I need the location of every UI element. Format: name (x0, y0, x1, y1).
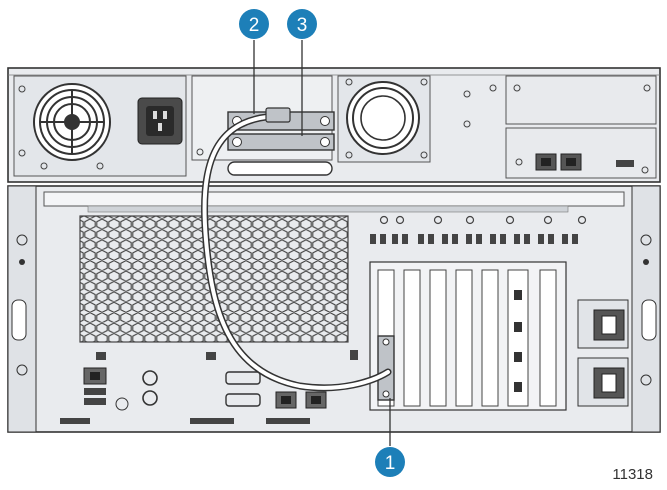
top-enclosure (7, 67, 661, 183)
screw-icon (641, 166, 649, 174)
screw-icon (463, 120, 471, 128)
callout-2: 2 (239, 9, 269, 39)
screw-icon (320, 116, 330, 126)
usb-port-icon (84, 398, 106, 405)
power-inlet-icon (137, 97, 183, 145)
ethernet-port-icon (305, 391, 327, 409)
screw-icon (232, 137, 242, 147)
ethernet-port-icon (560, 153, 582, 171)
screw-icon (643, 259, 649, 265)
svg-text:1: 1 (385, 453, 396, 474)
screw-icon (320, 137, 330, 147)
hba-sas-connector (377, 335, 395, 401)
power-inlet-icon (577, 357, 629, 407)
screw-icon (513, 84, 521, 92)
server-chassis (7, 185, 661, 433)
pci-slots (369, 261, 567, 411)
usb-port-icon (84, 388, 106, 395)
screw-icon (96, 162, 104, 170)
screw-icon (463, 90, 471, 98)
ethernet-port-icon (83, 367, 107, 385)
figure-id: 11318 (612, 466, 653, 483)
screw-icon (515, 158, 523, 166)
screw-icon (16, 234, 28, 246)
screw-icon (196, 148, 204, 156)
svg-text:2: 2 (249, 15, 260, 36)
screw-icon (640, 234, 652, 246)
ethernet-port-icon (275, 391, 297, 409)
screw-icon (19, 259, 25, 265)
fan-icon (33, 83, 111, 161)
fan-icon (337, 75, 431, 163)
callout-3: 3 (287, 9, 317, 39)
usb-port-icon (616, 160, 634, 167)
callout-1: 1 (375, 447, 405, 477)
screw-icon (18, 85, 26, 93)
screw-icon (16, 364, 28, 376)
screw-icon (489, 84, 497, 92)
screw-icon (640, 374, 652, 386)
sas-connector-port-3 (227, 133, 335, 151)
screw-icon (40, 162, 48, 170)
sas-cable (201, 107, 392, 392)
screw-icon (643, 84, 651, 92)
svg-text:3: 3 (297, 15, 308, 36)
power-inlet-icon (577, 299, 629, 349)
io-connector-row (370, 234, 578, 244)
ethernet-port-icon (535, 153, 557, 171)
screw-icon (18, 149, 26, 157)
